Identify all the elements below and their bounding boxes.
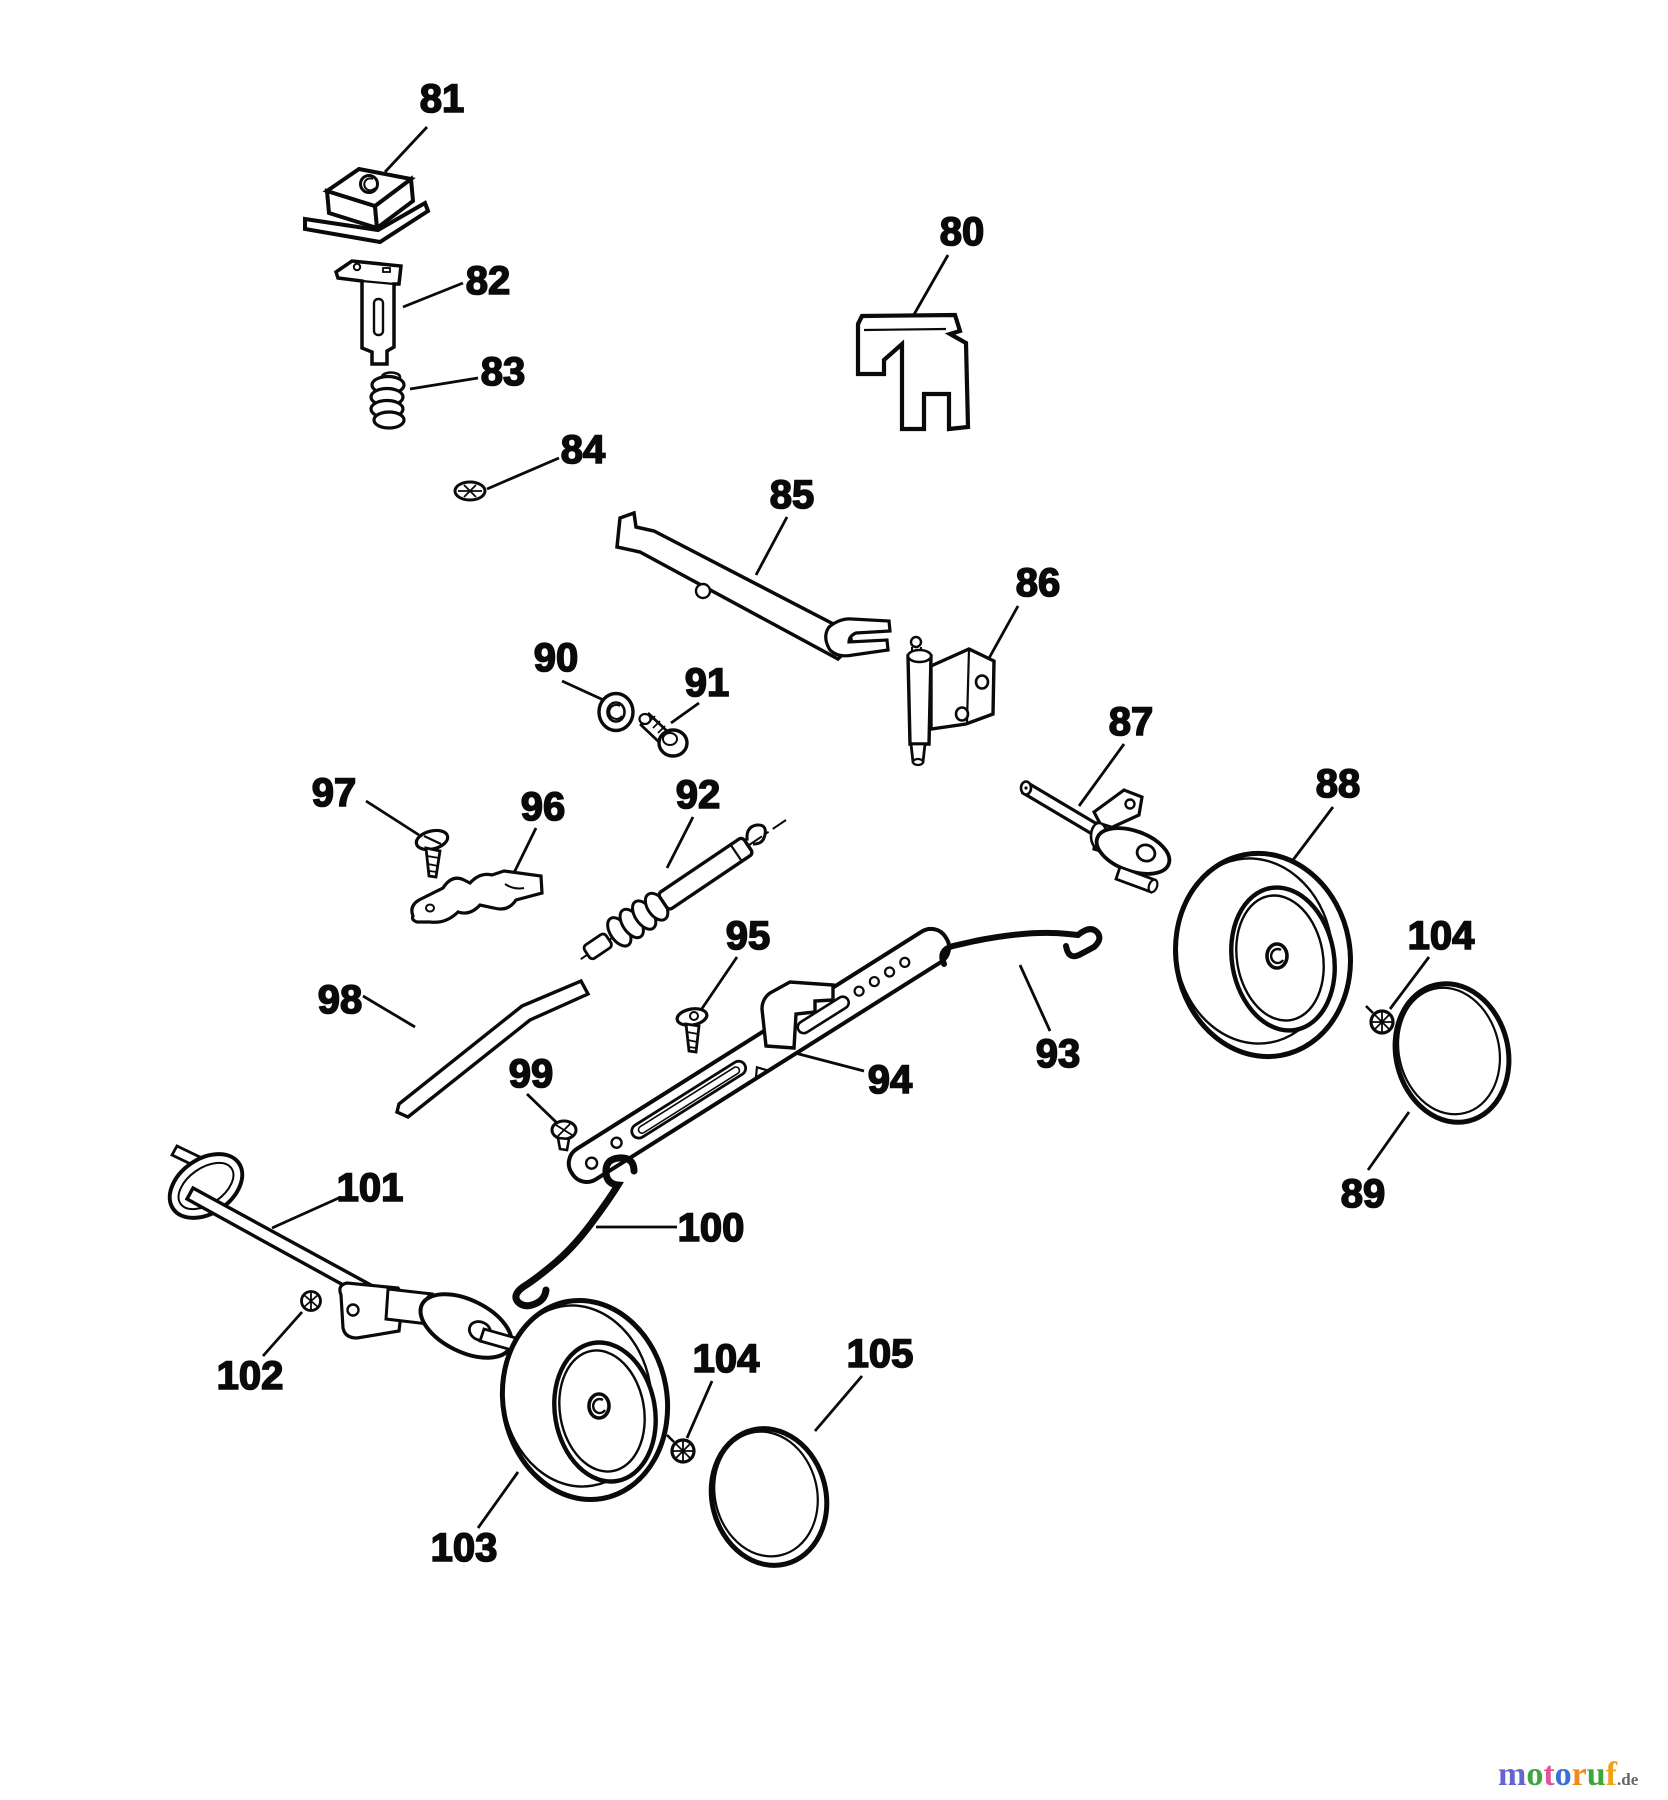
part-label-102: 102 (217, 1354, 284, 1398)
part-87-axle-bracket (1019, 780, 1172, 894)
part-103-wheel (499, 1297, 671, 1503)
part-label-84: 84 (561, 428, 606, 472)
part-104-push-nut-right (1365, 1005, 1395, 1035)
part-90-washer (597, 691, 635, 733)
part-labels: 80 81 82 83 84 85 86 87 88 89 90 91 92 9… (216, 76, 1476, 1571)
part-label-86: 86 (1016, 561, 1061, 605)
part-label-101: 101 (337, 1166, 404, 1210)
part-label-80: 80 (940, 210, 985, 254)
part-82-bracket (333, 259, 403, 366)
logo-letter: f (1605, 1756, 1617, 1793)
part-label-81: 81 (420, 77, 465, 121)
part-label-87: 87 (1109, 700, 1154, 744)
logo-letter: m (1498, 1756, 1527, 1793)
part-92-spring-trunnion (577, 819, 787, 962)
part-97-screw (414, 828, 450, 879)
part-label-92: 92 (676, 773, 721, 817)
part-93-hook-rod (939, 926, 1103, 967)
part-label-96: 96 (521, 785, 566, 829)
part-86-hinge-bracket (906, 635, 996, 767)
part-98-link-bar (395, 978, 591, 1119)
leader-lines (261, 126, 1431, 1529)
part-label-97: 97 (312, 771, 357, 815)
part-label-93: 93 (1036, 1032, 1081, 1076)
part-label-82: 82 (466, 259, 511, 303)
logo-suffix: .de (1617, 1770, 1639, 1789)
part-99-bolt (550, 1119, 578, 1152)
part-label-91: 91 (685, 661, 730, 705)
part-label-88: 88 (1316, 762, 1361, 806)
part-104-push-nut-bottom (666, 1434, 696, 1464)
part-label-89: 89 (1341, 1172, 1386, 1216)
part-94-adjuster-bracket (566, 926, 952, 1184)
part-83-spring (369, 371, 406, 430)
logo-letter: t (1543, 1756, 1555, 1793)
part-88-wheel (1173, 850, 1353, 1060)
part-96-clip (410, 869, 544, 924)
part-80-bracket-plate (855, 312, 971, 432)
part-label-94: 94 (868, 1058, 913, 1102)
logo-letter: r (1571, 1756, 1587, 1793)
logo-letter: u (1586, 1756, 1606, 1793)
part-label-85: 85 (770, 473, 815, 517)
part-label-104-bottom: 104 (693, 1337, 760, 1381)
part-105-hub-cap (708, 1426, 830, 1568)
part-84-star-washer (453, 480, 487, 502)
logo-letter: o (1526, 1756, 1544, 1793)
part-label-100: 100 (678, 1206, 745, 1250)
part-label-95: 95 (726, 914, 771, 958)
part-label-99: 99 (509, 1052, 554, 1096)
part-label-104-right: 104 (1408, 914, 1475, 958)
part-85-lever (615, 510, 892, 662)
part-label-105: 105 (847, 1332, 914, 1376)
part-89-hub-cap (1392, 981, 1512, 1125)
part-label-103: 103 (431, 1526, 498, 1570)
logo-letter: o (1554, 1756, 1572, 1793)
part-100-bent-rod (512, 1154, 638, 1310)
part-label-83: 83 (481, 350, 526, 394)
part-label-90: 90 (534, 636, 579, 680)
motoruf-logo: motoruf.de (1498, 1756, 1668, 1796)
part-95-screw (675, 1007, 709, 1054)
part-91-bolt (638, 711, 689, 758)
part-label-98: 98 (318, 978, 363, 1022)
part-81-cover-box (303, 166, 431, 245)
part-102-push-nut (300, 1290, 322, 1312)
